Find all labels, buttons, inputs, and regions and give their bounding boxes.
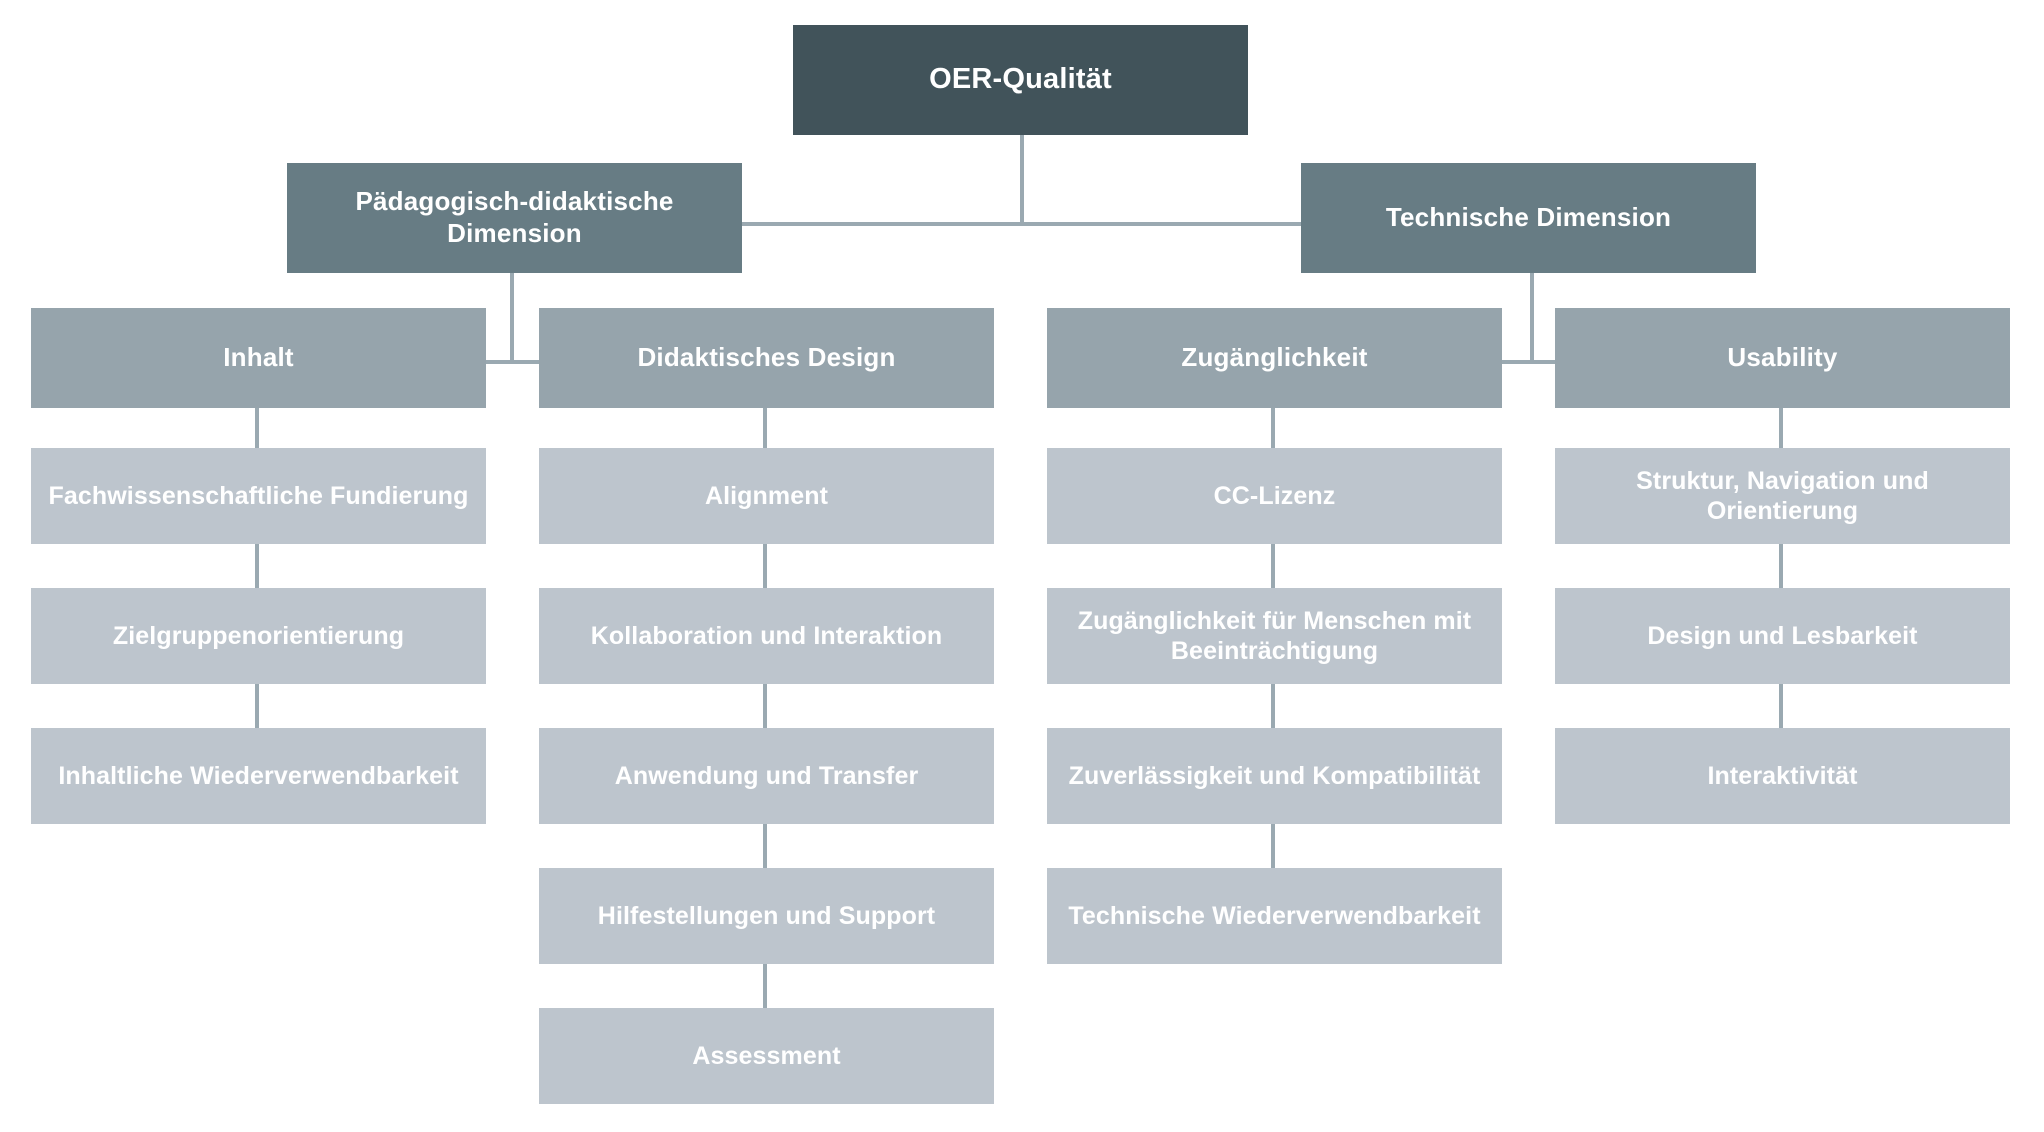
node-label: Inhalt [223, 342, 294, 373]
node-label: Technische Wiederverwendbarkeit [1068, 901, 1481, 930]
node-leaf-kollaboration-und-interaktion[interactable]: Kollaboration und Interaktion [539, 588, 994, 684]
node-leaf-technische-wiederverwendbarkeit[interactable]: Technische Wiederverwendbarkeit [1047, 868, 1502, 964]
node-category-usability[interactable]: Usability [1555, 308, 2010, 408]
node-leaf-struktur-navigation-und-orientierung[interactable]: Struktur, Navigation und Orientierung [1555, 448, 2010, 544]
node-label: Zuverlässigkeit und Kompatibilität [1068, 761, 1481, 790]
node-label: Usability [1727, 342, 1838, 373]
node-dimension-technisch[interactable]: Technische Dimension [1301, 163, 1756, 273]
node-leaf-hilfestellungen-und-support[interactable]: Hilfestellungen und Support [539, 868, 994, 964]
node-root-oer-qualitaet[interactable]: OER-Qualität [793, 25, 1248, 135]
connector-dim-left-stem [510, 268, 514, 363]
node-leaf-interaktivitaet[interactable]: Interaktivität [1555, 728, 2010, 824]
connector-root-stem [1020, 134, 1024, 224]
node-label: Pädagogisch-didaktische Dimension [355, 186, 674, 248]
node-label: Interaktivität [1707, 761, 1858, 790]
node-leaf-fachwissenschaftliche-fundierung[interactable]: Fachwissenschaftliche Fundierung [31, 448, 486, 544]
node-leaf-cc-lizenz[interactable]: CC-Lizenz [1047, 448, 1502, 544]
node-label: Alignment [704, 481, 829, 510]
node-leaf-anwendung-und-transfer[interactable]: Anwendung und Transfer [539, 728, 994, 824]
node-label: Technische Dimension [1385, 202, 1672, 233]
connector-dim-right-stem [1530, 268, 1534, 363]
node-label: Assessment [692, 1041, 841, 1070]
node-label: Fachwissenschaftliche Fundierung [48, 481, 469, 510]
node-leaf-design-und-lesbarkeit[interactable]: Design und Lesbarkeit [1555, 588, 2010, 684]
node-label: Anwendung und Transfer [614, 761, 919, 790]
node-label: OER-Qualität [929, 63, 1112, 96]
node-label: Inhaltliche Wiederverwendbarkeit [58, 761, 459, 790]
node-label: Design und Lesbarkeit [1647, 621, 1918, 650]
node-leaf-assessment[interactable]: Assessment [539, 1008, 994, 1104]
connector-cat-bar-left [257, 360, 765, 364]
node-leaf-zugaenglichkeit-fuer-menschen-mit-beeintraechtigung[interactable]: Zugänglichkeit für Menschen mit Beeinträ… [1047, 588, 1502, 684]
node-category-zugaenglichkeit[interactable]: Zugänglichkeit [1047, 308, 1502, 408]
connector-cat-bar-right [1277, 360, 1785, 364]
node-label: Hilfestellungen und Support [597, 901, 936, 930]
node-dimension-paedagogisch-didaktisch[interactable]: Pädagogisch-didaktische Dimension [287, 163, 742, 273]
connector-dimension-bar [737, 222, 1306, 226]
node-leaf-zuverlaessigkeit-und-kompatibilitaet[interactable]: Zuverlässigkeit und Kompatibilität [1047, 728, 1502, 824]
node-category-didaktisches-design[interactable]: Didaktisches Design [539, 308, 994, 408]
node-leaf-zielgruppenorientierung[interactable]: Zielgruppenorientierung [31, 588, 486, 684]
node-label: Zielgruppenorientierung [112, 621, 405, 650]
node-label: CC-Lizenz [1213, 481, 1336, 510]
node-label: Zugänglichkeit für Menschen mit Beeinträ… [1077, 606, 1472, 666]
node-leaf-inhaltliche-wiederverwendbarkeit[interactable]: Inhaltliche Wiederverwendbarkeit [31, 728, 486, 824]
node-label: Zugänglichkeit [1181, 342, 1368, 373]
node-category-inhalt[interactable]: Inhalt [31, 308, 486, 408]
node-label: Struktur, Navigation und Orientierung [1636, 466, 1929, 526]
node-leaf-alignment[interactable]: Alignment [539, 448, 994, 544]
node-label: Kollaboration und Interaktion [590, 621, 943, 650]
node-label: Didaktisches Design [637, 342, 896, 373]
